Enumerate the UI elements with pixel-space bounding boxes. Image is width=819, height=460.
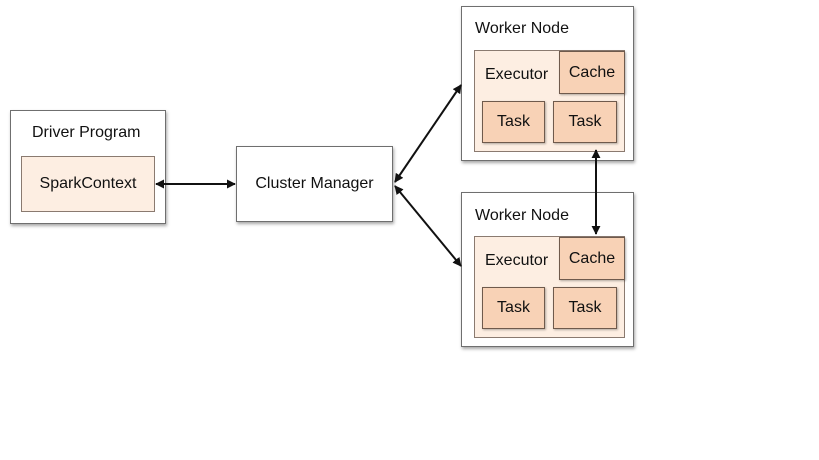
worker-node-1: Worker Node Executor Cache Task Task: [461, 6, 634, 161]
cluster-worker2-arrow: [394, 185, 462, 267]
executor-1-box: Executor Cache Task Task: [474, 50, 625, 152]
cluster-worker1-arrow: [394, 84, 462, 183]
worker-node-2: Worker Node Executor Cache Task Task: [461, 192, 634, 347]
executor-2-box: Executor Cache Task Task: [474, 236, 625, 338]
cache-1-box: Cache: [559, 51, 625, 94]
cache-2-box: Cache: [559, 237, 625, 280]
task-1b-box: Task: [553, 101, 617, 143]
driver-program-box: Driver Program SparkContext: [10, 110, 166, 224]
driver-program-title: Driver Program: [32, 124, 141, 141]
cluster-manager-box: Cluster Manager: [236, 146, 393, 222]
executor-1-label: Executor: [485, 66, 549, 83]
executor-2-label: Executor: [485, 252, 549, 269]
spark-context-box: SparkContext: [21, 156, 155, 212]
task-1a-box: Task: [482, 101, 545, 143]
worker-node-2-title: Worker Node: [475, 207, 569, 224]
task-2b-box: Task: [553, 287, 617, 329]
task-2a-box: Task: [482, 287, 545, 329]
worker-node-1-title: Worker Node: [475, 20, 569, 37]
